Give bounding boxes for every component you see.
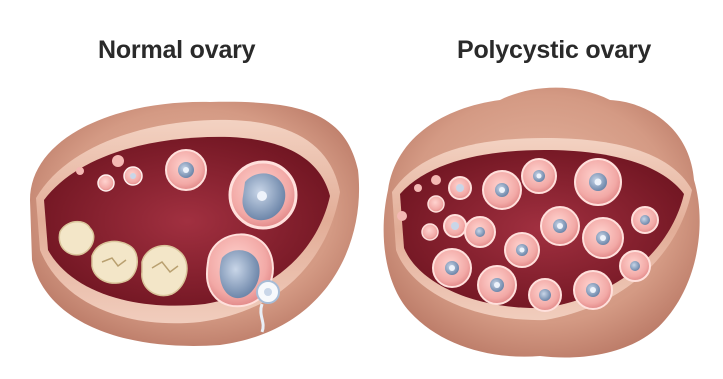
follicle-icon	[449, 177, 471, 199]
corpus-albicans-icon	[142, 246, 187, 296]
follicle-icon	[632, 207, 658, 233]
follicle-icon	[112, 155, 124, 167]
follicle-icon	[433, 249, 471, 287]
normal-ovary	[30, 102, 359, 346]
follicle-icon	[76, 167, 84, 175]
follicle-icon	[505, 233, 539, 267]
follicle-icon	[575, 159, 621, 205]
follicle-icon	[428, 196, 444, 212]
follicle-icon	[583, 218, 623, 258]
follicle-icon	[444, 215, 466, 237]
follicle-icon	[230, 162, 296, 228]
follicle-icon	[529, 279, 561, 311]
follicle-icon	[98, 175, 114, 191]
follicle-icon	[478, 266, 516, 304]
corpus-albicans-icon	[59, 222, 93, 255]
follicle-icon	[620, 251, 650, 281]
follicle-icon	[483, 171, 521, 209]
follicle-icon	[522, 159, 556, 193]
follicle-icon	[431, 175, 441, 185]
follicle-icon	[397, 211, 407, 221]
follicle-icon	[465, 217, 495, 247]
follicle-icon	[414, 184, 422, 192]
follicle-icon	[422, 224, 438, 240]
follicle-icon	[541, 207, 579, 245]
polycystic-ovary	[384, 88, 700, 358]
follicle-icon	[166, 150, 206, 190]
follicle-icon	[574, 271, 612, 309]
follicle-oocyte	[130, 173, 136, 179]
